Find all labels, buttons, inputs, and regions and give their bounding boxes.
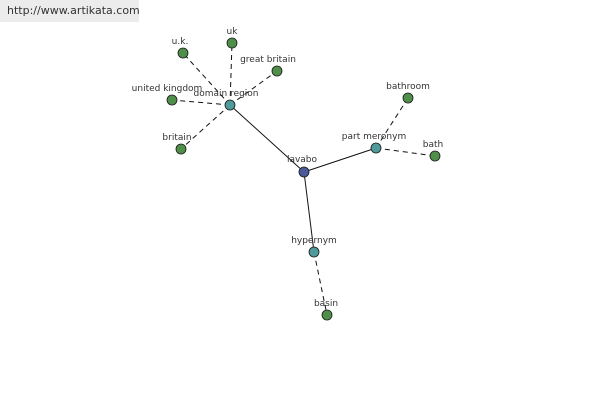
edge-domain-region-britain [180,104,231,150]
graph-edges [171,42,436,316]
node-label-uk[interactable]: uk [227,27,239,37]
node-label-basin[interactable]: basin [314,299,338,309]
node-uk[interactable] [226,37,238,49]
edge-lavabo-domain-region [229,104,305,173]
edge-domain-region-great-britain [229,70,278,106]
node-britain[interactable] [175,143,187,155]
node-bathroom[interactable] [402,92,414,104]
node-u-k[interactable] [177,47,189,59]
node-label-britain[interactable]: britain [162,133,191,143]
edge-lavabo-hypernym [303,171,315,253]
node-hypernym[interactable] [308,246,320,258]
graph-nodes [166,37,441,321]
node-label-great-britain[interactable]: great britain [240,55,296,65]
node-label-hypernym[interactable]: hypernym [291,236,337,246]
node-basin[interactable] [321,309,333,321]
edge-hypernym-basin [313,251,328,316]
node-label-united-kingdom[interactable]: united kingdom [132,84,203,94]
site-url-banner[interactable]: http://www.artikata.com [0,0,140,22]
node-united-kingdom[interactable] [166,94,178,106]
node-label-bath[interactable]: bath [423,140,443,150]
node-bath[interactable] [429,150,441,162]
node-domain-region[interactable] [224,99,236,111]
node-label-u-k[interactable]: u.k. [172,37,189,47]
node-lavabo[interactable] [298,166,310,178]
node-label-part-meronym[interactable]: part meronym [342,132,406,142]
node-label-domain-region[interactable]: domain region [193,89,258,99]
edge-domain-region-u-k [182,52,231,106]
edge-part-meronym-bathroom [375,97,409,149]
edge-part-meronym-bath [375,147,436,157]
node-part-meronym[interactable] [370,142,382,154]
edge-domain-region-uk [229,42,233,106]
edge-domain-region-united-kingdom [171,99,231,106]
node-great-britain[interactable] [271,65,283,77]
node-label-lavabo[interactable]: lavabo [287,155,318,165]
edge-lavabo-part-meronym [303,147,377,173]
graph-labels: lavabo domain region part meronym hypernym u… [132,27,444,309]
node-label-bathroom[interactable]: bathroom [386,82,430,92]
